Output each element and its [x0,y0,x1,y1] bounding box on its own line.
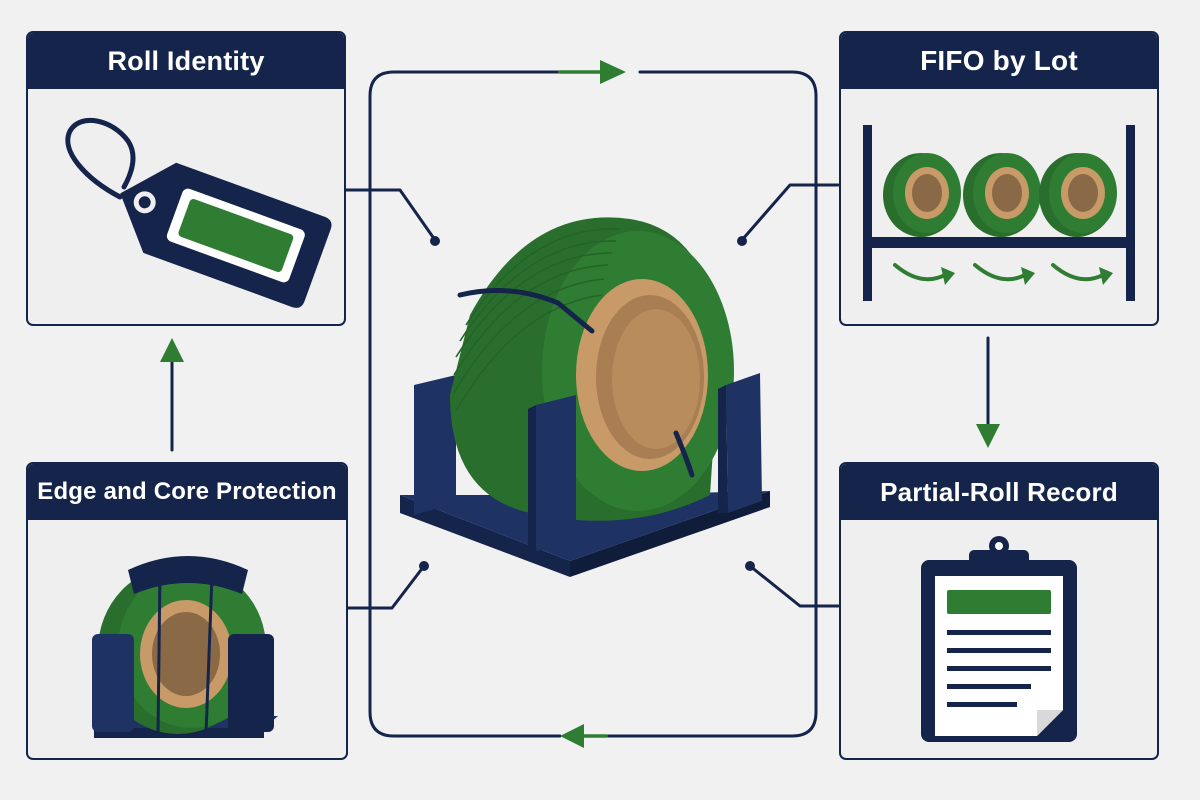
card-fifo-by-lot: FIFO by Lot [839,31,1159,326]
card-roll-identity-title: Roll Identity [28,33,344,89]
bottom-loop-right [604,604,818,738]
protected-roll-icon [92,556,278,738]
card-roll-identity: Roll Identity [26,31,346,326]
card-edge-core-protection: Edge and Core Protection [26,462,348,760]
arrow-up-head [160,338,184,362]
top-loop-right [638,70,818,187]
card-roll-identity-body [28,89,344,324]
card-edge-core-protection-title: Edge and Core Protection [28,464,346,520]
card-fifo-by-lot-body [841,89,1157,324]
arrow-left-head [560,724,584,748]
stand-base-front [400,495,570,577]
card-partial-roll-record-body [841,520,1157,758]
stand-guard-front-left [536,395,576,551]
rolls-on-rack-icon [863,125,1135,301]
arrow-down-head [976,424,1000,448]
bottom-loop-left [368,188,562,738]
stand-base-top [400,491,770,561]
card-fifo-by-lot-title: FIFO by Lot [841,33,1157,89]
hang-tag-icon [65,118,332,308]
card-edge-core-protection-body [28,520,346,758]
strapping-roll-on-stand-icon [400,217,770,577]
top-loop-left [368,70,562,192]
clipboard-icon [921,536,1077,742]
pointer-bottom-left [368,564,426,610]
arrow-right-head [600,60,626,84]
card-partial-roll-record: Partial-Roll Record [839,462,1159,760]
pointer-top-right [740,183,818,242]
stand-guard-back [414,375,456,515]
pointer-bottom-right [748,564,818,608]
pointer-top-left [368,188,437,242]
card-partial-roll-record-title: Partial-Roll Record [841,464,1157,520]
stand-guard-front-right [726,373,762,513]
